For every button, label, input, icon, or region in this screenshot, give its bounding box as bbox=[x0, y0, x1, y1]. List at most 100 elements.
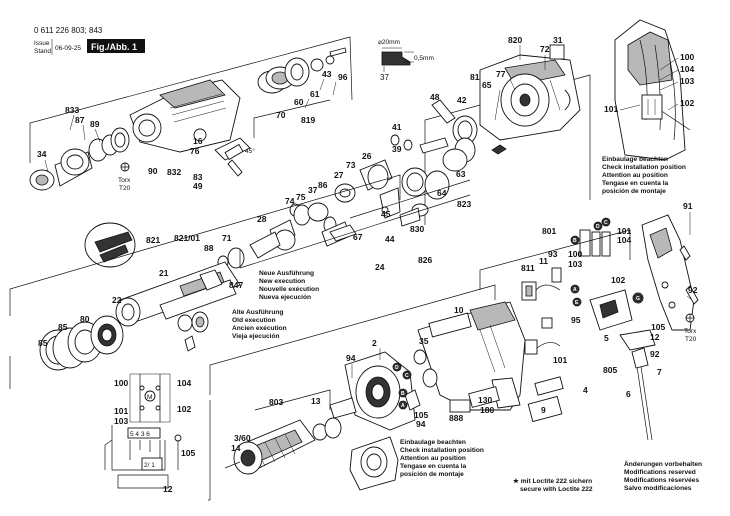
svg-text:96: 96 bbox=[338, 72, 348, 82]
svg-text:Tengase en cuenta la: Tengase en cuenta la bbox=[400, 463, 467, 470]
striker-detail bbox=[84, 222, 136, 268]
wiring-diagram: M 5 4 3 6 2/ 1 bbox=[104, 373, 182, 489]
circle-e-right bbox=[572, 297, 582, 307]
svg-text:43: 43 bbox=[322, 69, 332, 79]
svg-text:85: 85 bbox=[38, 338, 48, 348]
svg-text:13: 13 bbox=[311, 396, 321, 406]
svg-text:63: 63 bbox=[456, 169, 466, 179]
svg-text:130: 130 bbox=[478, 395, 492, 405]
svg-text:Old execution: Old execution bbox=[232, 317, 276, 324]
circle-c-right bbox=[601, 217, 611, 227]
top-left-frame bbox=[29, 36, 353, 163]
svg-text:Attention au position: Attention au position bbox=[400, 455, 466, 462]
svg-text:10: 10 bbox=[454, 305, 464, 315]
svg-text:89: 89 bbox=[90, 119, 100, 129]
svg-text:803: 803 bbox=[269, 397, 283, 407]
svg-text:12: 12 bbox=[163, 484, 173, 494]
svg-text:102: 102 bbox=[680, 98, 694, 108]
gauge-part: 37 bbox=[380, 73, 389, 82]
switch-assembly bbox=[579, 229, 656, 441]
svg-text:7: 7 bbox=[657, 367, 662, 377]
svg-text:B: B bbox=[401, 391, 405, 397]
svg-text:101: 101 bbox=[553, 355, 567, 365]
svg-text:61: 61 bbox=[310, 89, 320, 99]
circle-a-bottom bbox=[398, 400, 408, 410]
svg-text:Vieja ejecución: Vieja ejecución bbox=[232, 333, 280, 340]
housing-wiring-top bbox=[614, 19, 691, 161]
fig-label: Fig./Abb. 1 bbox=[91, 42, 137, 52]
svg-text:4: 4 bbox=[583, 385, 588, 395]
issue-label: Issue bbox=[34, 40, 50, 47]
svg-text:Nueva ejecución: Nueva ejecución bbox=[259, 294, 311, 301]
arrow-65 bbox=[491, 144, 507, 155]
gauge-detail: ⌀20mm 0,5mm 37 bbox=[378, 39, 434, 82]
svg-text:100: 100 bbox=[568, 249, 582, 259]
circle-b-right bbox=[570, 235, 580, 245]
svg-text:Einbaulage beachten: Einbaulage beachten bbox=[400, 439, 466, 446]
svg-text:104: 104 bbox=[177, 378, 191, 388]
svg-text:94: 94 bbox=[346, 353, 356, 363]
svg-text:101: 101 bbox=[114, 406, 128, 416]
torx-right-size: T20 bbox=[685, 336, 697, 343]
svg-text:805: 805 bbox=[603, 365, 617, 375]
svg-text:Modifications reserved: Modifications reserved bbox=[624, 469, 696, 476]
header-date: 06-09-25 bbox=[55, 45, 81, 52]
right-mid-frame bbox=[479, 229, 631, 290]
rings-set bbox=[39, 315, 124, 371]
svg-text:101: 101 bbox=[604, 104, 618, 114]
svg-text:Nouvelle exécution: Nouvelle exécution bbox=[259, 286, 319, 293]
svg-text:105: 105 bbox=[414, 410, 428, 420]
svg-text:16: 16 bbox=[193, 136, 203, 146]
part-labels: 833 87 89 34 90 832 49 83 76 16 96 43 61… bbox=[37, 35, 698, 494]
svg-text:823: 823 bbox=[457, 199, 471, 209]
circle-d-bottom bbox=[392, 362, 402, 372]
svg-text:D: D bbox=[596, 224, 600, 230]
svg-text:92: 92 bbox=[688, 285, 698, 295]
torx-left-size: T20 bbox=[119, 185, 131, 192]
svg-text:90: 90 bbox=[148, 166, 158, 176]
svg-text:102: 102 bbox=[611, 275, 625, 285]
svg-text:3/60: 3/60 bbox=[234, 433, 251, 443]
svg-text:93: 93 bbox=[548, 249, 558, 259]
svg-text:44: 44 bbox=[385, 234, 395, 244]
svg-text:Check installation position: Check installation position bbox=[400, 447, 484, 454]
chuck-assembly bbox=[29, 79, 251, 191]
svg-text:87: 87 bbox=[75, 115, 85, 125]
svg-text:48: 48 bbox=[430, 92, 440, 102]
svg-text:D: D bbox=[395, 365, 399, 371]
svg-text:832: 832 bbox=[167, 167, 181, 177]
old-execution-detail bbox=[177, 269, 223, 352]
torx-left-label: Torx bbox=[118, 177, 131, 184]
rotor bbox=[224, 397, 357, 475]
svg-text:6: 6 bbox=[626, 389, 631, 399]
spindle-tube bbox=[115, 261, 241, 327]
gear-train bbox=[334, 134, 476, 227]
svg-text:11: 11 bbox=[539, 256, 548, 266]
svg-text:86: 86 bbox=[318, 180, 328, 190]
svg-text:820: 820 bbox=[508, 35, 522, 45]
svg-text:B: B bbox=[573, 238, 577, 244]
leader-lines bbox=[44, 45, 693, 378]
svg-text:42: 42 bbox=[457, 95, 467, 105]
svg-text:76: 76 bbox=[190, 146, 200, 156]
svg-text:31: 31 bbox=[553, 35, 563, 45]
bottom-frame-left bbox=[208, 400, 211, 501]
svg-text:102: 102 bbox=[177, 404, 191, 414]
svg-text:★ mit Loctite 222 sichern: ★ mit Loctite 222 sichern bbox=[513, 477, 592, 485]
svg-text:Einbaulage beachten: Einbaulage beachten bbox=[602, 156, 668, 163]
svg-text:100: 100 bbox=[680, 52, 694, 62]
svg-text:14: 14 bbox=[231, 443, 241, 453]
torx-left-symbol: Torx T20 bbox=[118, 162, 131, 192]
stator bbox=[344, 349, 438, 431]
svg-text:A: A bbox=[401, 403, 405, 409]
svg-text:posición de montaje: posición de montaje bbox=[602, 188, 666, 195]
svg-text:105: 105 bbox=[651, 322, 665, 332]
svg-text:103: 103 bbox=[568, 259, 582, 269]
svg-text:826: 826 bbox=[418, 255, 432, 265]
svg-text:847: 847 bbox=[229, 280, 243, 290]
svg-text:34: 34 bbox=[37, 149, 47, 159]
svg-text:Check installation position: Check installation position bbox=[602, 164, 686, 171]
svg-text:26: 26 bbox=[362, 151, 372, 161]
